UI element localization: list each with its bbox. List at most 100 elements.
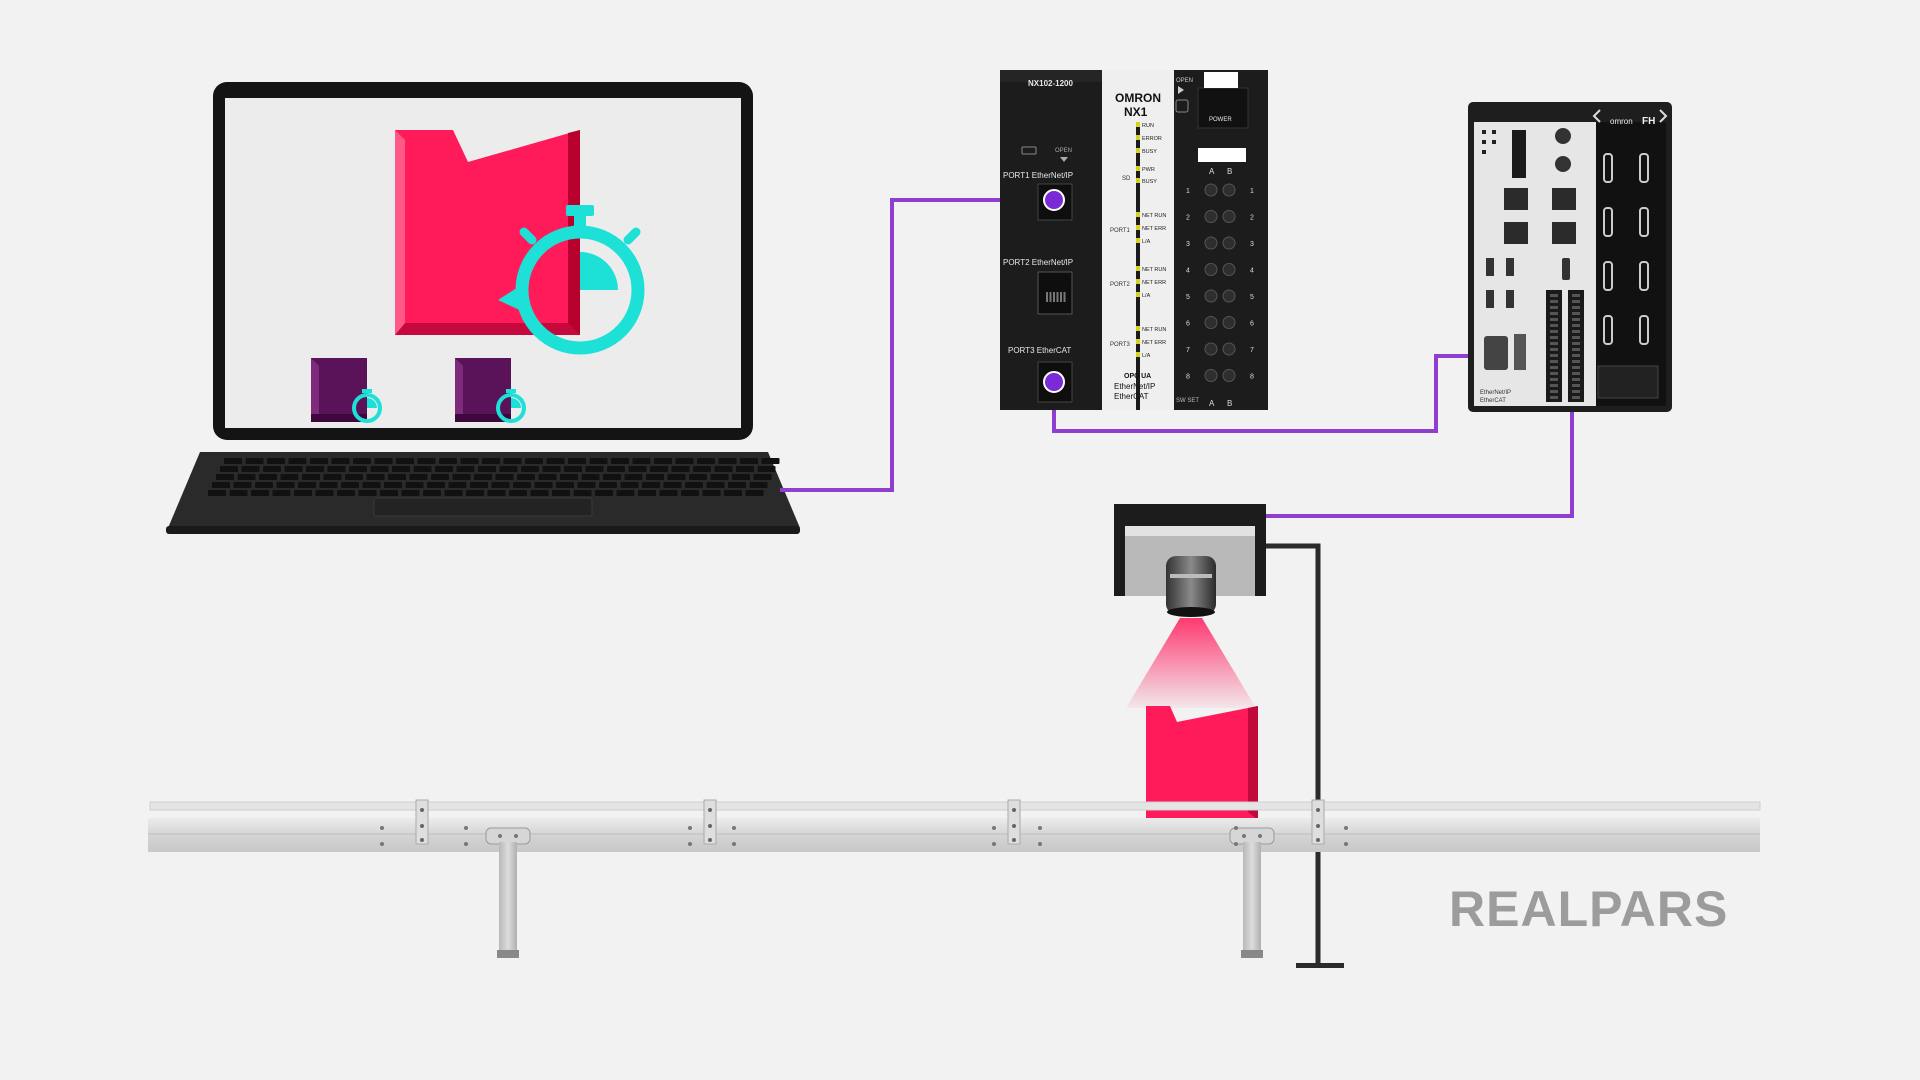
camera-light-beam [1126,618,1256,708]
rj45-port[interactable] [1504,222,1528,244]
keyboard-key [212,482,230,488]
bolt [420,824,424,828]
screen-part-large-bevel-left [395,130,405,335]
vision-ethernetip-label: EtherNet/IP [1480,390,1511,396]
status-led-label: BUSY [1142,179,1157,185]
plc-controller: NX102-1200 OPEN PORT1 EtherNet/IP PORT2 … [1000,70,1268,410]
bolt [1234,842,1238,846]
camera-port[interactable] [1603,315,1613,345]
status-led [1136,352,1140,357]
keyboard-key [439,458,457,464]
conveyor-leg [499,842,517,952]
keyboard-key [659,490,678,496]
usb-port[interactable] [1506,290,1514,308]
camera-port[interactable] [1639,153,1649,183]
status-led-label: RUN [1142,123,1154,129]
keyboard-key [745,490,764,496]
terminal-pin [1550,390,1558,393]
screen-part-small-2-icon [455,358,511,422]
plc-port3-side-label: PORT3 [1110,342,1131,348]
io-row-label-a: 2 [1186,215,1190,222]
vision-ports [1482,109,1668,402]
bolt [464,826,468,830]
camera-mount-foot [1296,963,1344,968]
rj45-port[interactable] [1552,188,1576,210]
keyboard-key [482,458,500,464]
status-led [1136,122,1140,127]
terminal-pin [1572,306,1580,309]
terminal-pin [1550,294,1558,297]
keyboard-key [263,466,281,472]
keyboard-key [624,474,643,480]
keyboard-key [315,490,334,496]
io-terminal [1222,369,1236,382]
io-terminal [1204,342,1218,356]
rj45-port[interactable] [1552,222,1576,244]
keyboard-key [388,474,406,480]
keyboard-key [448,482,467,488]
terminal-pin [1572,300,1580,303]
keyboard-key [654,458,672,464]
keyboard-key [423,490,441,496]
camera-port[interactable] [1603,261,1613,291]
plc-open-mid-label: OPEN [1055,148,1072,154]
terminal-pin [1550,372,1558,375]
terminal-pin [1550,324,1558,327]
keyboard-key [255,482,273,488]
keyboard-key [628,466,647,472]
realpars-logo: REALPARS [1449,881,1728,937]
terminal-pin [1550,366,1558,369]
keyboard-key [349,466,367,472]
bolt [732,826,736,830]
camera-port[interactable] [1639,207,1649,237]
camera-port[interactable] [1639,315,1649,345]
vision-controller: omron FH EtherNet/IP EtherCAT [1468,102,1672,412]
terminal-pin [1550,330,1558,333]
vision-knob [1555,156,1571,172]
terminal-pin [1572,294,1580,297]
terminal-pin [1550,342,1558,345]
keyboard-key [474,474,492,480]
status-led-label: NET RUN [1142,267,1166,273]
bolt [380,826,384,830]
rj45-port[interactable] [1504,188,1528,210]
bolt [1234,826,1238,830]
usb-port[interactable] [1486,290,1494,308]
keyboard-key [638,490,656,496]
vga-port[interactable] [1484,336,1508,370]
keyboard-key [288,458,307,464]
bolt [464,842,468,846]
keyboard-key [697,458,715,464]
indicator-dot [1492,140,1496,144]
vision-logo-bracket [1592,109,1668,123]
plc-usb-slot [1021,146,1037,155]
conveyor-part [1146,706,1258,820]
camera-port[interactable] [1603,207,1613,237]
keyboard-key [216,474,234,480]
camera-port[interactable] [1639,261,1649,291]
port-pin [1053,292,1055,302]
status-led [1136,212,1140,217]
usb-port[interactable] [1486,258,1494,276]
dvi-port[interactable] [1514,334,1526,370]
keyboard-key [573,490,592,496]
terminal-pin [1550,318,1558,321]
camera [1114,504,1266,617]
terminal-pin [1572,360,1580,363]
io-terminal [1204,369,1218,382]
hdmi-port[interactable] [1562,258,1570,280]
cable-laptop-to-plc-port1 [780,198,1054,492]
bolt [708,808,712,812]
io-row-label-b: 5 [1250,294,1254,301]
keyboard-key [444,490,463,496]
keyboard-key [689,474,707,480]
terminal-pin [1572,396,1580,399]
status-led-label: NET ERR [1142,280,1166,286]
conveyor-leg-foot [1241,950,1263,958]
plc-io-col-a-top: A [1209,167,1215,176]
plc-sw-set-label: SW SET [1176,398,1199,404]
camera-port[interactable] [1603,153,1613,183]
io-terminal [1204,183,1218,197]
usb-port[interactable] [1506,258,1514,276]
port-pin [1056,292,1059,302]
